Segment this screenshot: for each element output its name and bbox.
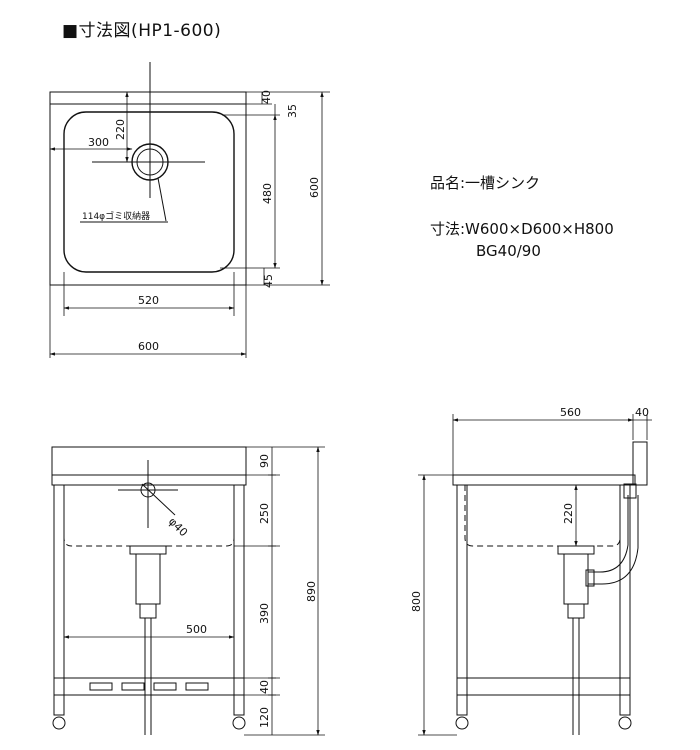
dim-800-label: 800 [410,591,423,612]
front-view: φ40 500 90 250 [51,446,325,736]
dim-40-side-label: 40 [635,406,649,419]
dim-480-label: 480 [261,183,274,204]
dim-890-label: 890 [305,581,318,602]
drain-diameter-label: φ40 [166,515,190,539]
product-bg: BG40/90 [476,242,541,260]
callout-label: 114φゴミ収納器 [82,210,150,222]
drain-flange [129,545,167,555]
callout-leader [157,177,167,222]
leg-side-left [456,484,468,716]
dim-40-top-label: 40 [260,90,273,104]
page-title: ■寸法図(HP1-600) [62,21,222,41]
dim-220-side-label: 220 [562,503,575,524]
dim-600-vertical-label: 600 [308,177,321,198]
spec-block: 品名:一槽シンク 寸法:W600×D600×H800 BG40/90 [430,172,614,262]
caster-side-right [618,716,632,730]
leg-front-left [53,484,65,716]
dim-90-label: 90 [258,454,271,468]
counter-rim-side [452,474,636,486]
dim-300-label: 300 [88,136,109,149]
basin-hidden-line-side [464,485,621,547]
sink-outline-top [49,91,247,286]
drain-trap-body [135,553,161,605]
top-view: 300 220 40 35 480 45 600 114φゴミ収納器 [49,62,330,358]
dim-250-label: 250 [258,503,271,524]
dim-390-label: 390 [258,603,271,624]
dim-500-label: 500 [186,623,207,636]
product-name: 品名:一槽シンク [430,174,541,192]
drain-outer-circle [131,143,169,181]
leg-front-right [233,484,245,716]
basin-hidden-line [63,485,235,547]
dim-600-horizontal-label: 600 [138,340,159,353]
product-size: 寸法:W600×D600×H800 [430,220,614,238]
side-view: 560 40 220 800 [410,406,652,736]
caster-left [52,716,66,730]
backsplash-side [632,441,648,486]
dim-40-front-label: 40 [258,680,271,694]
dim-560-label: 560 [560,406,581,419]
basin-outline [63,111,235,273]
dim-45-label: 45 [262,274,275,288]
dim-220-label: 220 [114,119,127,140]
dim-520-label: 520 [138,294,159,307]
dim-120-label: 120 [258,707,271,728]
leg-side-right [619,484,631,716]
dim-35-label: 35 [286,104,299,118]
backsplash-front [51,446,247,476]
caster-side-left [455,716,469,730]
caster-right [232,716,246,730]
counter-rim-front [51,474,247,486]
drain-inner-circle [136,148,164,176]
